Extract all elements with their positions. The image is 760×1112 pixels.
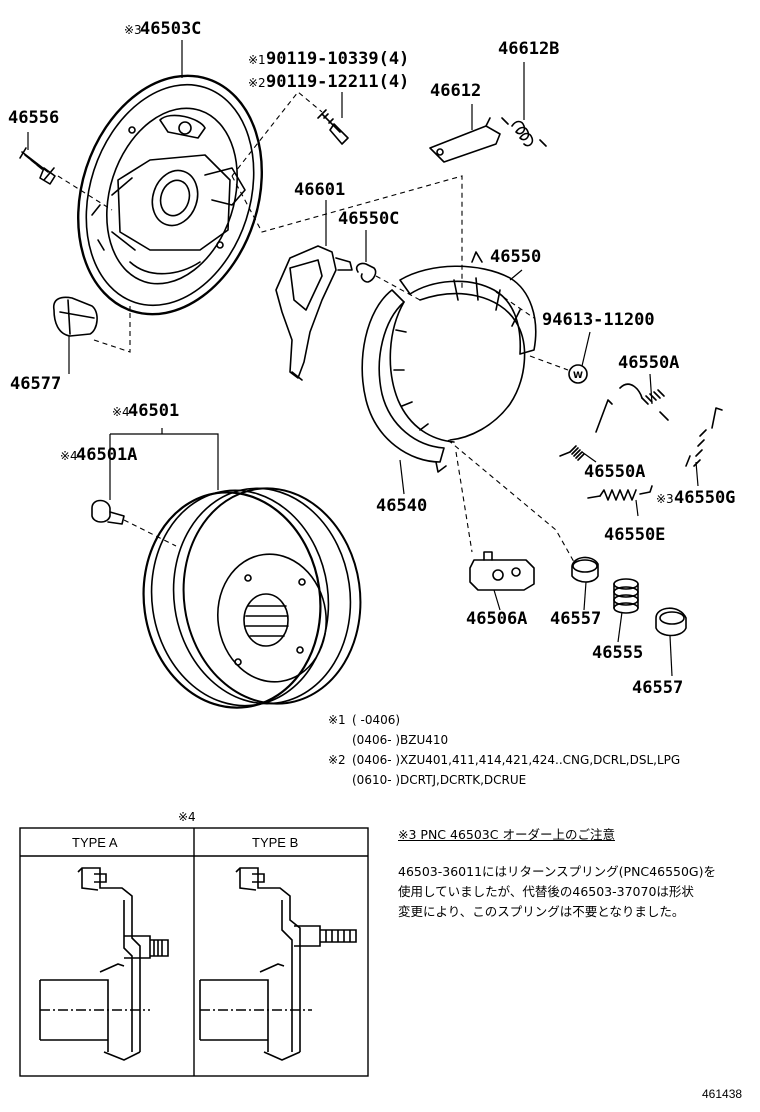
- part-label-46550e: 46550E: [604, 525, 666, 545]
- part-label-90119-12211: 90119-12211(4): [266, 72, 410, 92]
- washer-icon: [568, 364, 588, 384]
- c-washer-46550c-illustration: [355, 262, 377, 283]
- boot-46557-illustration: [571, 556, 599, 583]
- wheel-cylinder-46506a-illustration: [469, 551, 535, 591]
- plug-46577-illustration: [52, 296, 98, 337]
- part-label-46577: 46577: [10, 374, 62, 394]
- note-mark-46550g: ※3: [656, 492, 674, 506]
- caution-line-2: 使用していましたが、代替後の46503-37070は形状: [398, 884, 694, 899]
- part-label-46501a: 46501A: [76, 445, 138, 465]
- type-b-hub-section: [199, 867, 357, 1061]
- bolt-90119-illustration: [317, 109, 349, 145]
- part-label-46550a-upper: 46550A: [618, 353, 680, 373]
- spring-46612b-illustration: [501, 117, 547, 147]
- spring-46550e-illustration: [587, 485, 653, 501]
- spring-46555-illustration: [613, 578, 639, 614]
- part-label-46550a-lower: 46550A: [584, 462, 646, 482]
- figure-number: 461438: [702, 1087, 743, 1101]
- caution-line-3: 変更により、このスプリングは不要となりました。: [398, 904, 685, 919]
- note-mark-46503c: ※3: [124, 23, 142, 37]
- caution-title: ※3 PNC 46503C オーダー上のご注意: [398, 827, 615, 842]
- spring-46550g-illustration: [685, 407, 723, 467]
- lever-46612-illustration: [429, 117, 501, 163]
- part-label-46501: 46501: [128, 401, 180, 421]
- note-mark-90119a: ※1: [248, 53, 266, 67]
- type-table-mark: ※4: [178, 810, 196, 824]
- brake-shoe-46540-illustration: [361, 289, 526, 473]
- part-label-46503c: 46503C: [140, 19, 202, 39]
- part-label-46550g: 46550G: [674, 488, 736, 508]
- part-label-46556: 46556: [8, 108, 60, 128]
- brake-shoe-46550-illustration: [399, 251, 537, 355]
- note-mark-90119b: ※2: [248, 76, 266, 90]
- part-label-46557-upper: 46557: [550, 609, 602, 629]
- note-1-line-2: (0406- )BZU410: [352, 733, 449, 747]
- note-1-line-1: ( -0406): [352, 713, 401, 727]
- bolt-46556-illustration: [19, 147, 56, 185]
- cup-46557-illustration: [655, 607, 687, 637]
- hub-bolt-46501a-illustration: [91, 499, 125, 525]
- part-label-46506a: 46506A: [466, 609, 528, 629]
- note-2-line-2: (0610- )DCRTJ,DCRTK,DCRUE: [352, 773, 527, 787]
- part-label-46550c: 46550C: [338, 209, 400, 229]
- backing-plate-illustration: [77, 74, 263, 316]
- part-label-46557-lower: 46557: [632, 678, 684, 698]
- part-label-94613-11200: 94613-11200: [542, 310, 655, 330]
- note-2-mark: ※2: [328, 753, 346, 767]
- part-label-46550: 46550: [490, 247, 542, 267]
- return-spring-46550a-illustration: [559, 383, 669, 461]
- type-b-header: TYPE B: [252, 835, 299, 850]
- type-comparison-box: [19, 827, 369, 1077]
- part-label-46612b: 46612B: [498, 39, 560, 59]
- dashed-assembly-lines: [57, 91, 575, 563]
- leader-lines: [27, 40, 699, 677]
- part-label-46555: 46555: [592, 643, 644, 663]
- note-mark-46501a: ※4: [60, 449, 78, 463]
- brake-drum-illustration: [142, 487, 362, 709]
- part-label-46601: 46601: [294, 180, 346, 200]
- part-label-46540: 46540: [376, 496, 428, 516]
- note-mark-46501: ※4: [112, 405, 130, 419]
- type-a-header: TYPE A: [72, 835, 118, 850]
- part-label-90119-10339: 90119-10339(4): [266, 49, 410, 69]
- caution-line-1: 46503-36011にはリターンスプリング(PNC46550G)を: [398, 864, 716, 879]
- note-2-line-1: (0406- )XZU401,411,414,421,424..CNG,DCRL…: [352, 753, 681, 767]
- parking-lever-46601-illustration: [275, 245, 353, 381]
- note-1-mark: ※1: [328, 713, 346, 727]
- washer-symbol: W: [573, 371, 583, 381]
- type-a-hub-section: [39, 867, 169, 1061]
- part-label-46612: 46612: [430, 81, 482, 101]
